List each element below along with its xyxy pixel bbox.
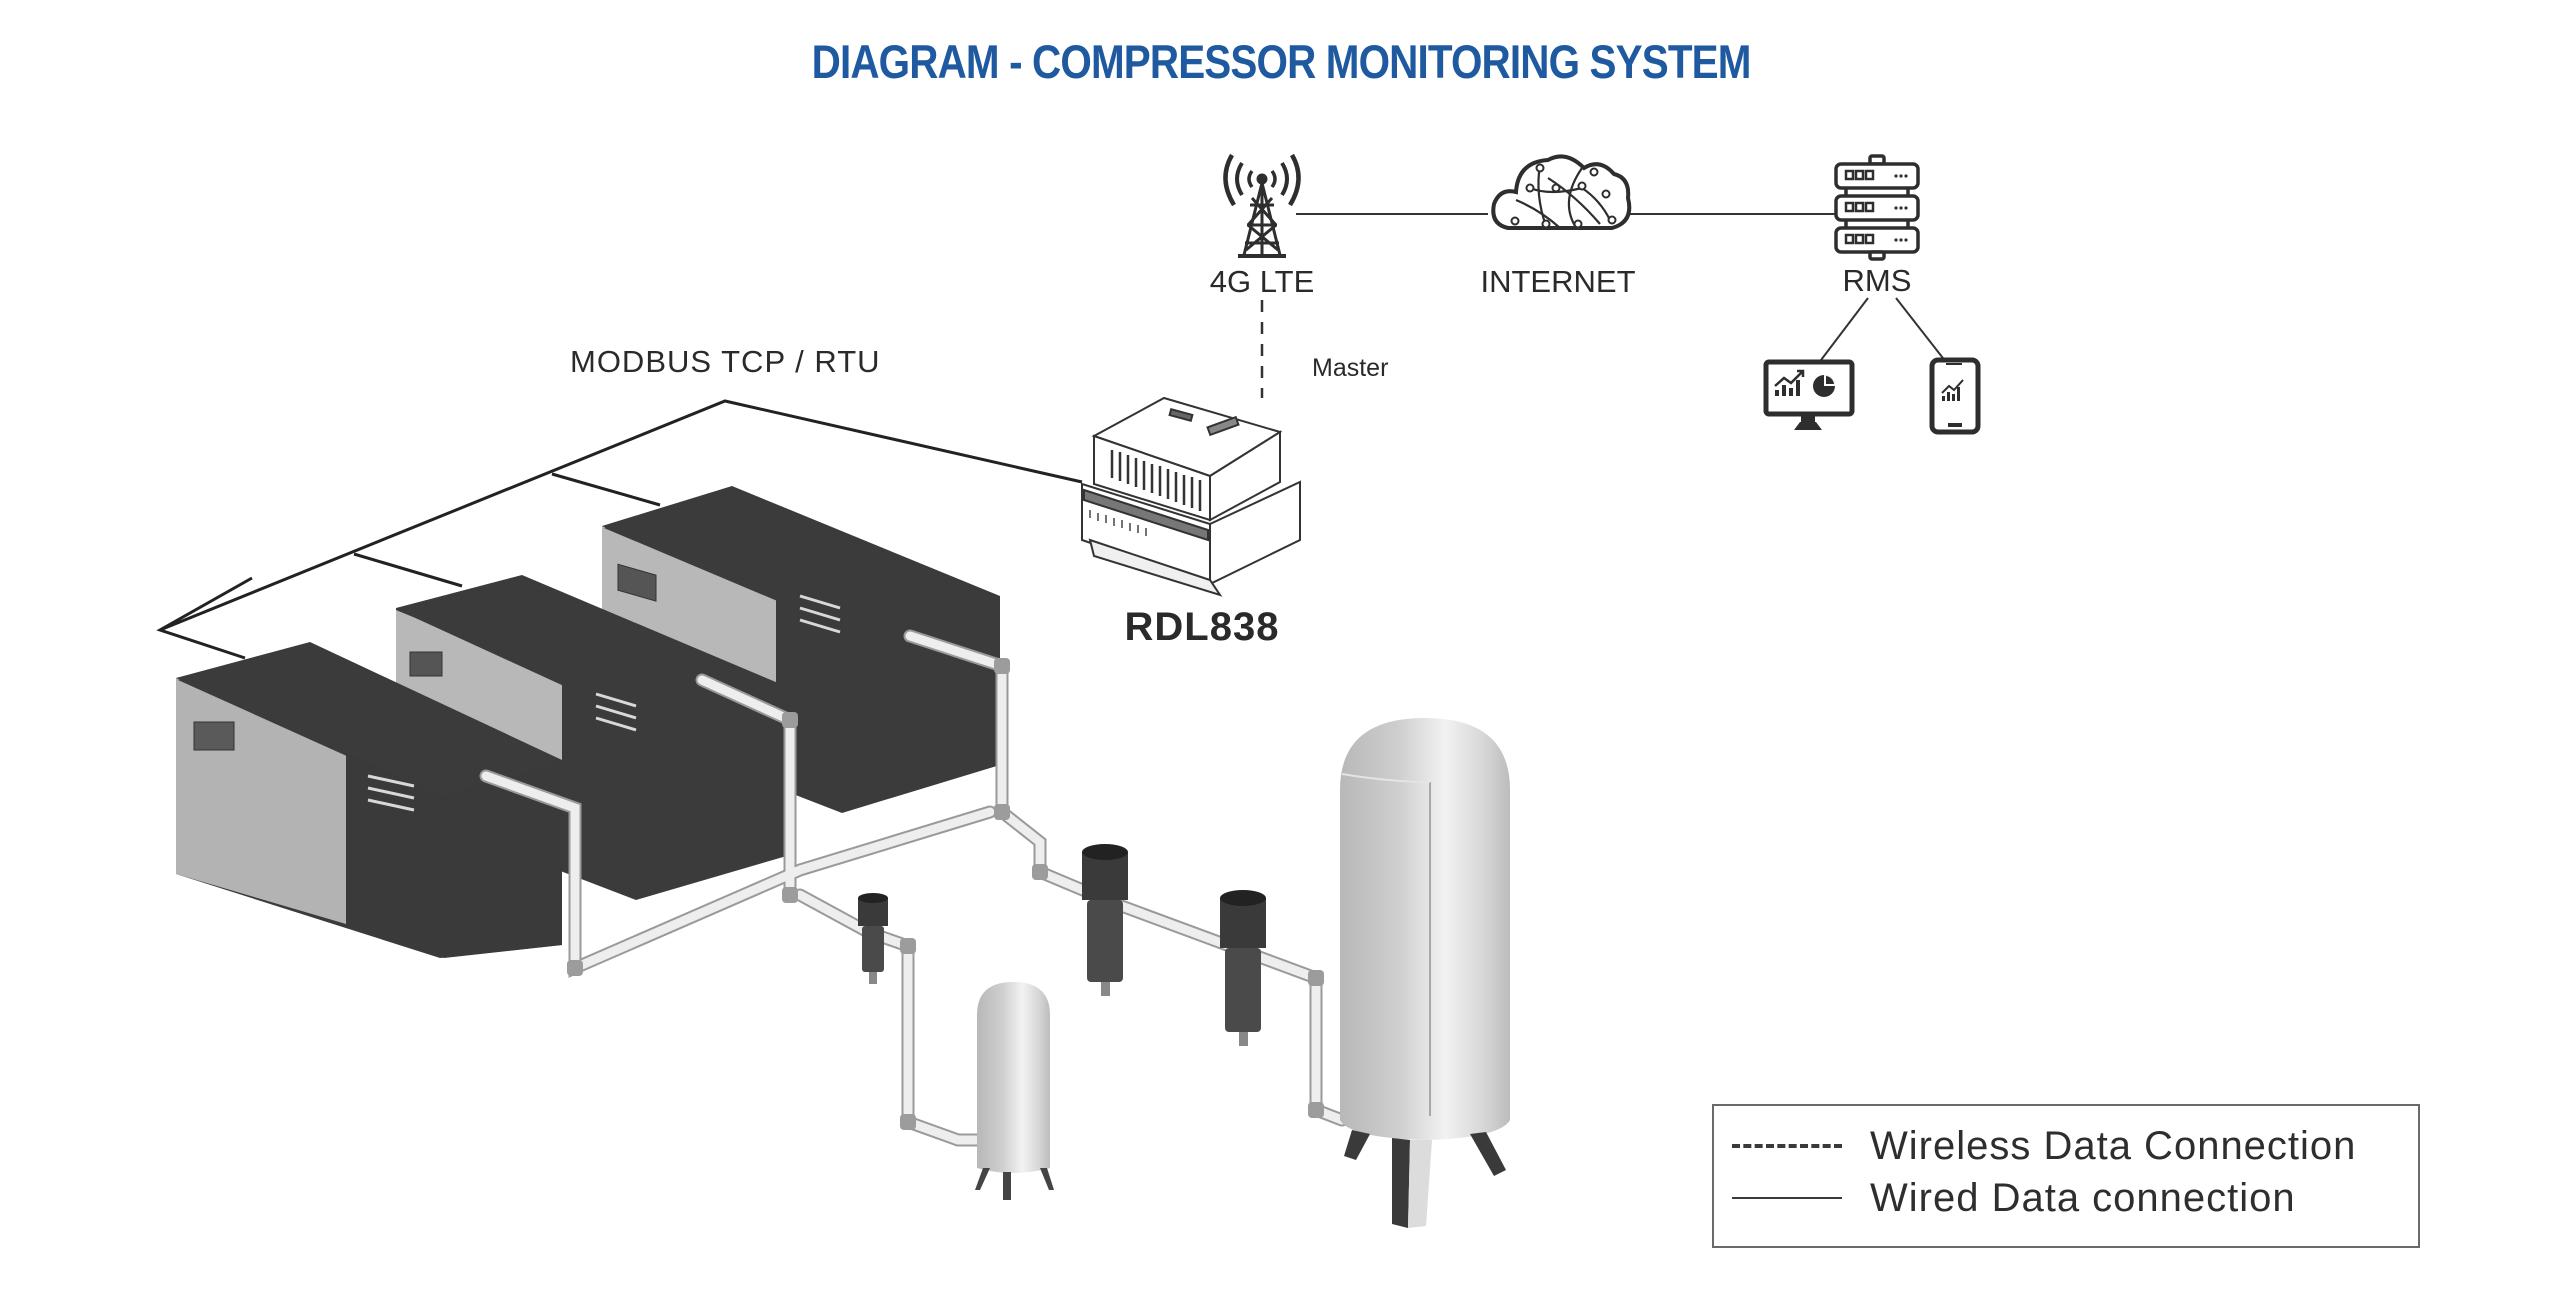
diagram-title: DIAGRAM - COMPRESSOR MONITORING SYSTEM [811,35,1752,88]
small-air-receiver-tank [975,982,1054,1200]
legend: Wireless Data Connection Wired Data conn… [1712,1104,2420,1248]
filter-1 [858,893,888,984]
large-air-receiver-tank [1340,718,1510,1228]
filter-2 [1082,844,1128,996]
wired-link-rms-desktop [1817,297,1869,365]
gateway-label: RDL838 [1125,605,1280,649]
cell-tower-icon [1223,153,1301,258]
control-panel [617,563,657,602]
solid-line-sample-icon [1732,1197,1842,1199]
control-panel [193,721,235,751]
data-logger-device-icon [1081,396,1301,597]
dashed-line-sample-icon [1732,1144,1842,1148]
air-piping [479,629,1349,1147]
modbus-label: MODBUS TCP / RTU [570,344,881,379]
cloud-network-icon [1491,154,1632,230]
wired-link-rms-phone [1895,297,1947,363]
legend-label: Wireless Data Connection [1870,1123,2357,1168]
rms-label: RMS [1843,263,1912,298]
legend-item-wired: Wired Data connection [1714,1172,2296,1224]
desktop-monitor-chart-icon [1763,359,1855,430]
control-panel [409,651,443,677]
legend-label: Wired Data connection [1870,1175,2296,1220]
legend-item-wireless: Wireless Data Connection [1714,1120,2356,1172]
master-label: Master [1312,354,1388,382]
modbus-wired-bus [156,399,1083,660]
filter-3 [1220,890,1266,1046]
compressor-1 [176,642,562,958]
server-stack-icon [1834,154,1920,261]
smartphone-chart-icon [1929,357,1981,435]
internet-label: INTERNET [1481,264,1636,299]
tower-label: 4G LTE [1210,264,1315,299]
